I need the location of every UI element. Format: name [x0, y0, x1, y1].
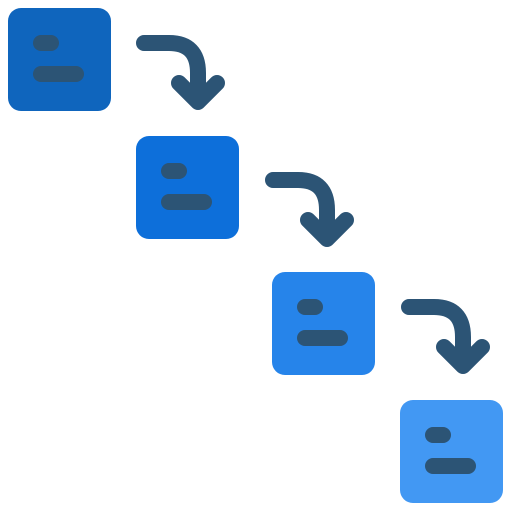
step-1-box: [8, 8, 111, 111]
long-line-bar: [33, 66, 84, 82]
connector-curve: [265, 172, 335, 240]
short-line-bar: [297, 299, 323, 315]
step-1: [8, 8, 111, 111]
step-3-box: [272, 272, 375, 375]
step-2: [136, 136, 239, 239]
connector-curve: [136, 35, 206, 103]
connector-arrowhead: [436, 339, 490, 374]
document-block-icon: [161, 163, 212, 210]
long-line-bar: [425, 458, 476, 474]
long-line-bar: [161, 194, 212, 210]
curved-arrow-down-icon-1-to-2: [136, 35, 225, 110]
short-line-bar: [425, 427, 451, 443]
connector-arrowhead: [171, 75, 225, 110]
step-4: [400, 400, 503, 503]
step-4-box: [400, 400, 503, 503]
step-3: [272, 272, 375, 375]
document-block-icon: [33, 35, 84, 82]
curved-arrow-down-icon-2-to-3: [265, 172, 354, 247]
long-line-bar: [297, 330, 348, 346]
short-line-bar: [33, 35, 59, 51]
connector-arrowhead: [300, 212, 354, 247]
document-block-icon: [425, 427, 476, 474]
connector-curve: [401, 299, 471, 367]
curved-arrow-down-icon-3-to-4: [401, 299, 490, 374]
short-line-bar: [161, 163, 187, 179]
document-block-icon: [297, 299, 348, 346]
step-2-box: [136, 136, 239, 239]
